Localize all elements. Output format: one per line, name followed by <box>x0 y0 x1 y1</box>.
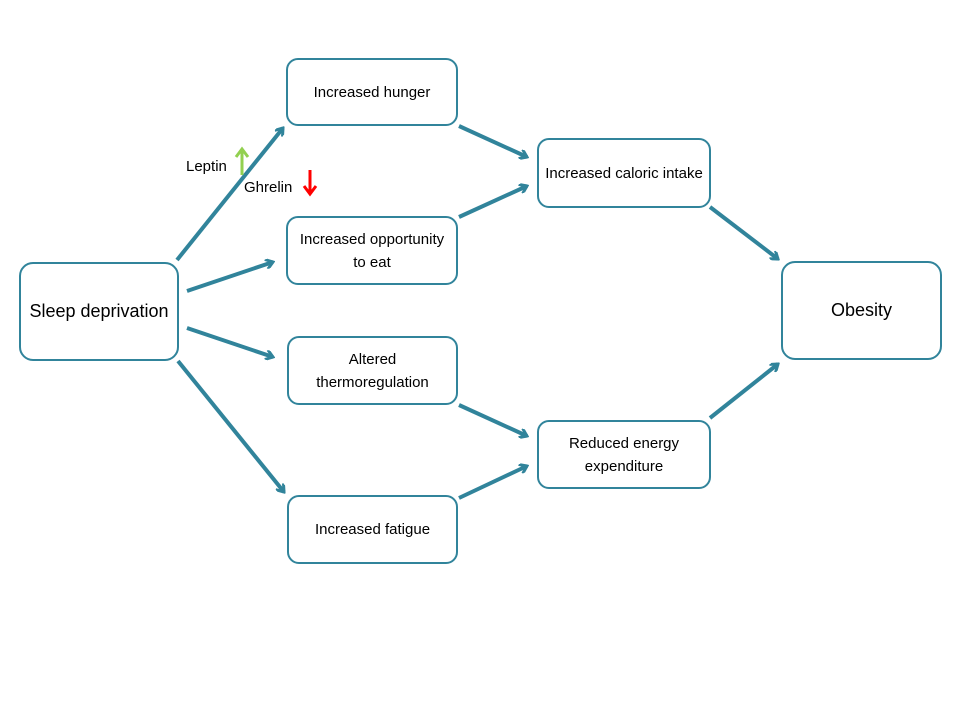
node-increased-caloric-intake: Increased caloric intake <box>537 138 711 208</box>
leptin-label: Leptin <box>186 158 227 175</box>
node-label: Increased caloric intake <box>545 164 703 182</box>
node-altered-thermoregulation: Altered thermoregulation <box>287 336 458 405</box>
edge-sleep-fatigue <box>176 359 284 492</box>
leptin-up-arrow-icon <box>234 146 250 175</box>
edge-sleep-opportunity <box>186 262 273 293</box>
node-label: Obesity <box>830 300 893 320</box>
node-increased-hunger: Increased hunger <box>286 58 458 126</box>
node-label: Increased fatigue <box>314 521 431 538</box>
node-label: Increased opportunity to eat <box>299 230 445 271</box>
edge-sleep-hunger <box>175 128 283 262</box>
edge-energy-obesity <box>708 364 778 420</box>
node-sleep-deprivation: Sleep deprivation <box>19 262 179 361</box>
edge-fatigue-energy <box>458 466 527 500</box>
edge-caloric-obesity <box>708 205 778 261</box>
node-obesity: Obesity <box>781 261 942 360</box>
ghrelin-down-arrow-icon <box>302 170 318 197</box>
node-label: Reduced energy expenditure <box>568 434 680 475</box>
node-label: Altered thermoregulation <box>316 350 429 391</box>
edge-thermo-energy <box>458 403 527 436</box>
edge-hunger-caloric <box>458 124 527 157</box>
node-increased-fatigue: Increased fatigue <box>287 495 458 564</box>
ghrelin-label: Ghrelin <box>244 179 293 196</box>
node-reduced-energy-expenditure: Reduced energy expenditure <box>537 420 711 489</box>
node-increased-opportunity: Increased opportunity to eat <box>286 216 458 285</box>
node-label: Increased hunger <box>313 83 431 101</box>
edge-opportunity-caloric <box>458 186 527 219</box>
node-label: Sleep deprivation <box>29 301 169 321</box>
edge-sleep-thermo <box>186 326 273 357</box>
